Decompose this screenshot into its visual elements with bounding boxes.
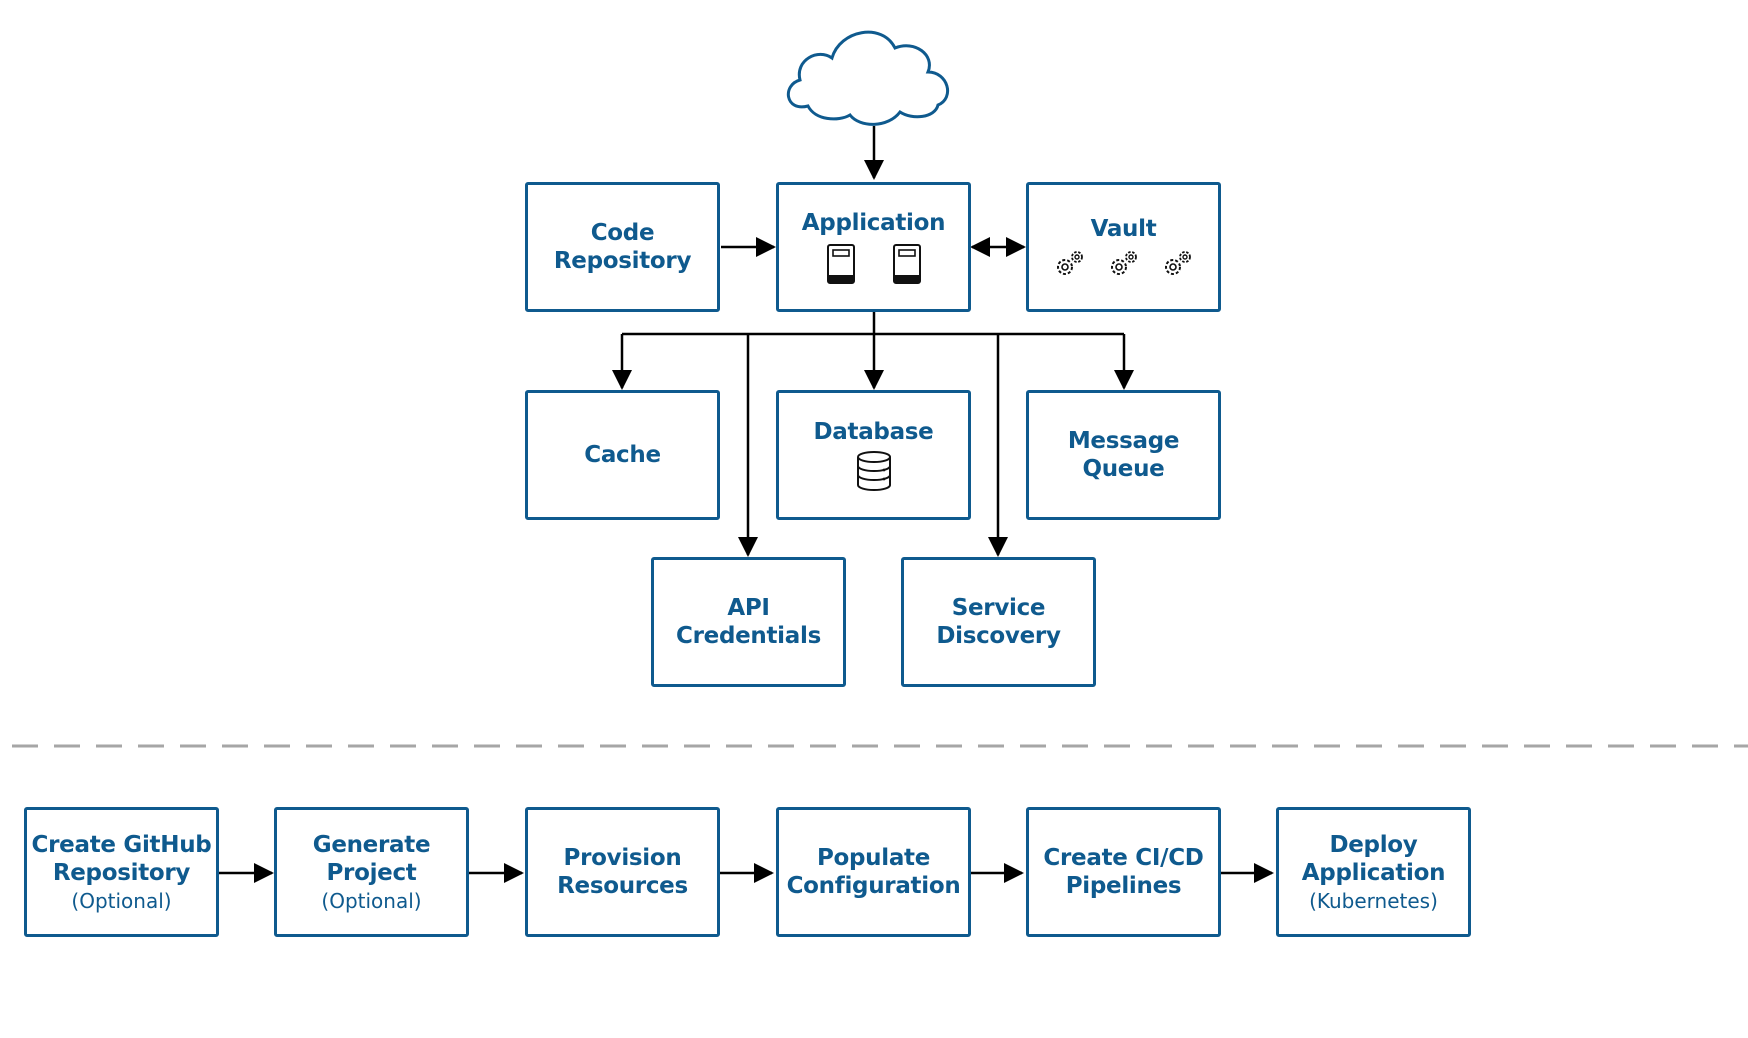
application-fanout-connectors — [612, 310, 1134, 557]
pipeline-step-title: Provision Resources — [557, 845, 688, 899]
pipeline-step-title: Create GitHub Repository — [31, 831, 212, 886]
pipeline-step-title: Create CI/CD Pipelines — [1043, 845, 1204, 899]
message-queue-node[interactable]: Message Queue — [1026, 390, 1221, 520]
gears-icon — [1056, 251, 1083, 275]
pipeline-step-create-github-repository[interactable]: Create GitHub Repository (Optional) — [24, 807, 219, 937]
pipeline-step-create-cicd-pipelines[interactable]: Create CI/CD Pipelines — [1026, 807, 1221, 937]
code-repository-label: Code Repository — [553, 220, 692, 274]
vault-label: Vault — [1090, 216, 1157, 242]
cache-label: Cache — [584, 442, 661, 468]
pipeline-step-title: Deploy Application — [1301, 831, 1446, 886]
database-node[interactable]: Database — [776, 390, 971, 520]
pipeline-step-subtitle: (Kubernetes) — [1309, 888, 1438, 913]
service-discovery-node[interactable]: Service Discovery — [901, 557, 1096, 687]
pipeline-step-subtitle: (Optional) — [321, 888, 422, 913]
pipeline-step-provision-resources[interactable]: Provision Resources — [525, 807, 720, 937]
api-credentials-label: API Credentials — [676, 595, 821, 649]
gears-icon — [1110, 251, 1137, 275]
application-node[interactable]: Application — [776, 182, 971, 312]
cache-node[interactable]: Cache — [525, 390, 720, 520]
message-queue-label: Message Queue — [1067, 428, 1180, 482]
cloud-icon — [786, 30, 949, 126]
database-label: Database — [813, 419, 934, 445]
service-discovery-label: Service Discovery — [936, 595, 1061, 649]
vault-node[interactable]: Vault — [1026, 182, 1221, 312]
code-repository-node[interactable]: Code Repository — [525, 182, 720, 312]
pipeline-step-subtitle: (Optional) — [71, 888, 172, 913]
server-icon — [826, 244, 855, 284]
server-icon — [892, 244, 921, 284]
database-icon — [856, 451, 891, 491]
gears-icon — [1164, 251, 1191, 275]
pipeline-step-populate-configuration[interactable]: Populate Configuration — [776, 807, 971, 937]
pipeline-step-title: Generate Project — [312, 831, 431, 886]
api-credentials-node[interactable]: API Credentials — [651, 557, 846, 687]
pipeline-step-title: Populate Configuration — [786, 845, 961, 899]
pipeline-step-deploy-application[interactable]: Deploy Application (Kubernetes) — [1276, 807, 1471, 937]
application-label: Application — [801, 210, 946, 236]
pipeline-step-generate-project[interactable]: Generate Project (Optional) — [274, 807, 469, 937]
